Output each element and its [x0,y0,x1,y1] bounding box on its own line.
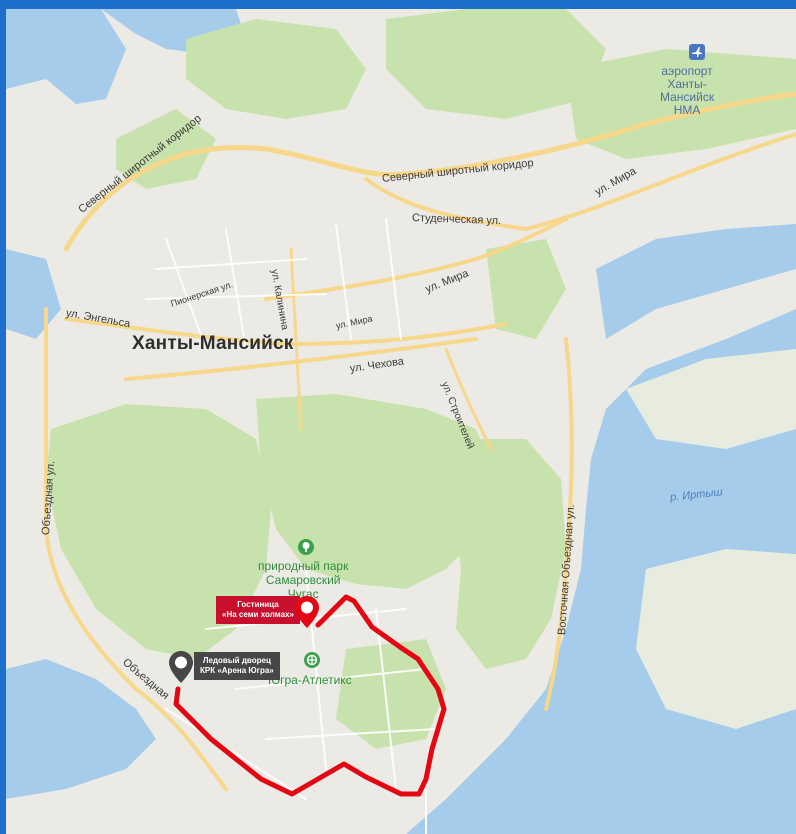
forest-south [336,639,446,749]
airport-icon[interactable] [689,44,705,65]
hotel-tag-line1: Гостиница [237,600,279,609]
route-line [173,594,447,797]
sports-icon[interactable] [304,652,320,673]
city-label: Ханты-Мансийск [132,333,294,354]
water-southwest [6,659,156,799]
forest-east-strip [486,239,566,339]
hotel-pin-icon[interactable] [294,595,320,634]
forest-central [256,394,496,589]
forest-north-east [386,9,606,119]
hotel-tag-line2: «На семи холмах» [222,610,294,619]
water-east-channel [596,224,796,339]
water-northwest [6,9,126,104]
park-label-line2: Самаровский [265,573,341,587]
park-label-line1: природный парк [258,559,349,573]
island-northeast [626,349,796,449]
forest-southwest [46,404,271,659]
major-roads [44,91,796,791]
arena-pin-icon[interactable] [168,650,194,689]
airport-label-line3: Мансийск [660,90,715,104]
airport-label: аэропорт Ханты- Мансийск HMA [660,65,714,117]
map-frame[interactable]: Ханты-Мансийск Северный широтный коридор… [6,9,796,834]
forest-east [446,439,566,669]
park-label: природный парк Самаровский Чугас [258,559,348,601]
sports-label: Югра-Атлетикс [268,673,352,687]
map-canvas[interactable] [6,9,796,834]
arena-tag-line2: КРК «Арена Югра» [200,666,274,675]
arena-tag[interactable]: Ледовый дворец КРК «Арена Югра» [194,652,280,680]
island-east [636,549,796,729]
forest-northwest [116,109,216,189]
forest-north [186,19,366,119]
airport-label-line4: HMA [673,103,701,117]
airport-label-line1: аэропорт [661,64,713,78]
park-icon[interactable] [298,539,314,560]
arena-tag-line1: Ледовый дворец [202,656,271,665]
hotel-tag[interactable]: Гостиница «На семи холмах» [216,596,300,624]
island-areas [626,349,796,729]
airport-label-line2: Ханты- [667,77,707,91]
water-west-lake [6,249,61,339]
